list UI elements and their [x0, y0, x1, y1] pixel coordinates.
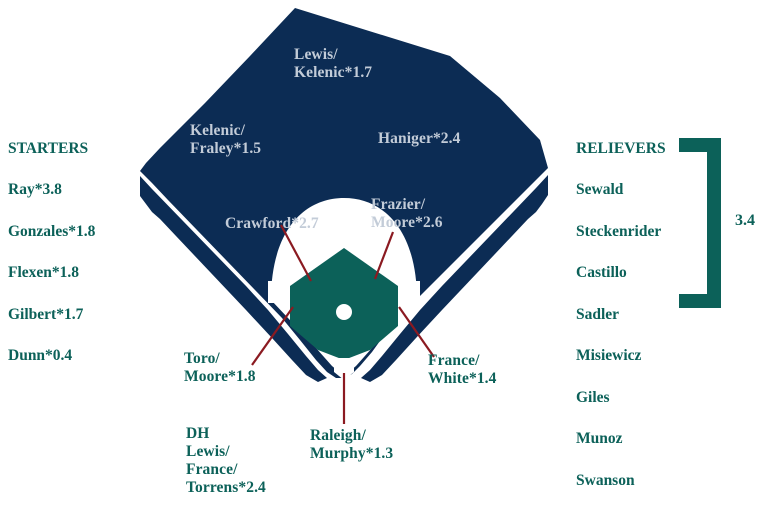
relievers-player: Sadler — [576, 305, 620, 323]
first-base-cutout — [406, 281, 420, 303]
starters-player: Gilbert*1.7 — [8, 305, 84, 323]
label-first-base: France/ White*1.4 — [428, 352, 497, 387]
label-shortstop: Crawford*2.7 — [225, 215, 319, 232]
label-catcher: Raleigh/ Murphy*1.3 — [310, 427, 394, 462]
starters-player: Dunn*0.4 — [8, 347, 73, 365]
right-foul-territory — [361, 175, 548, 382]
relievers-player: Sewald — [576, 181, 624, 199]
label-center-field: Lewis/ Kelenic*1.7 — [294, 46, 373, 81]
relievers-player: Castillo — [576, 264, 627, 282]
relievers-heading: RELIEVERS — [576, 139, 666, 157]
leader-line-second-base — [373, 231, 395, 280]
starters-player: Gonzales*1.8 — [8, 222, 96, 240]
starters-player: Ray*3.8 — [8, 181, 62, 199]
leader-line-shortstop — [280, 224, 312, 282]
relievers-player: Misiewicz — [576, 347, 642, 365]
label-right-field: Haniger*2.4 — [378, 130, 461, 147]
third-base-cutout — [268, 281, 282, 303]
relievers-player: Giles — [576, 388, 610, 406]
leader-line-first-base — [398, 306, 435, 358]
left-foul-territory — [140, 176, 327, 382]
relievers-bracket — [679, 138, 721, 308]
starters-block: STARTERS Ray*3.8 Gonzales*1.8 Flexen*1.8… — [8, 118, 95, 388]
label-designated-hitter: DH Lewis/ France/ Torrens*2.4 — [186, 425, 266, 496]
relievers-player: Swanson — [576, 472, 635, 490]
label-third-base: Toro/ Moore*1.8 — [184, 350, 256, 385]
relievers-player: Steckenrider — [576, 222, 662, 240]
home-plate — [334, 358, 354, 380]
relievers-bracket-value: 3.4 — [735, 212, 755, 229]
outfield-shape — [140, 8, 548, 378]
leader-line-third-base — [251, 306, 294, 366]
relievers-player: Munoz — [576, 430, 623, 448]
pitchers-mound — [336, 304, 352, 320]
relievers-block: RELIEVERS Sewald Steckenrider Castillo S… — [576, 118, 666, 513]
label-second-base: Frazier/ Moore*2.6 — [371, 196, 443, 231]
starters-heading: STARTERS — [8, 139, 89, 157]
starters-player: Flexen*1.8 — [8, 264, 80, 282]
label-left-field: Kelenic/ Fraley*1.5 — [190, 122, 262, 157]
